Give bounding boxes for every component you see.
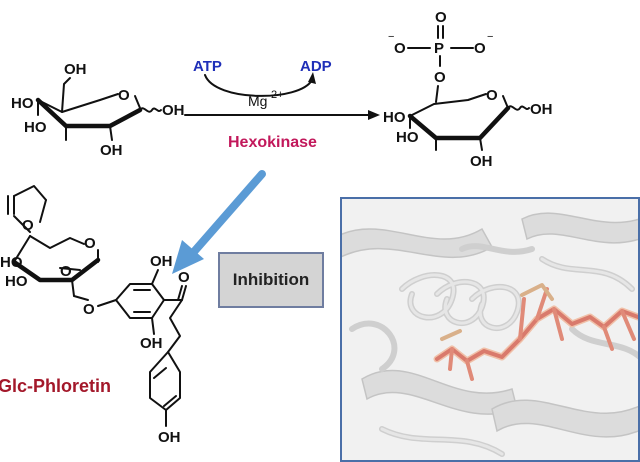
g6p-ho-bottom: HO <box>396 129 419 146</box>
g6p-ring-o: O <box>486 87 498 104</box>
inhibitor-ring-o: O <box>84 235 96 252</box>
enzyme-label: Hexokinase <box>228 134 317 151</box>
inhibition-arrow <box>172 170 266 274</box>
inhibitor-ring-o-lower: O <box>60 263 72 280</box>
glucose-oh-bottom: OH <box>100 142 123 159</box>
atp-label: ATP <box>193 58 222 75</box>
inhibitor-oh-a: OH <box>150 253 173 270</box>
g6p-oh-bottom: OH <box>470 153 493 170</box>
g6p-o-left: O <box>394 40 406 57</box>
glucose-oh-anomeric: OH <box>162 102 185 119</box>
g6p-oh-anomeric: OH <box>530 101 553 118</box>
glucose-6-phosphate-structure: O P − O O − O O HO HO OH OH <box>383 9 553 170</box>
g6p-charge-right: − <box>487 31 493 43</box>
inhibitor-o-ketone: O <box>178 269 190 286</box>
inhibition-box: Inhibition <box>218 252 324 308</box>
inhibitor-ho-b: HO <box>5 273 28 290</box>
inhibitor-o-link: O <box>83 301 95 318</box>
inhibitor-name: Glc-Phloretin <box>0 376 111 396</box>
glucose-structure: OH HO HO OH OH O <box>11 61 185 159</box>
g6p-o-link: O <box>434 69 446 86</box>
protein-structure-panel <box>340 197 640 462</box>
ligand-sticks <box>433 283 638 381</box>
inhibition-label: Inhibition <box>232 270 310 289</box>
mg-label: Mg <box>248 93 267 109</box>
g6p-charge-left: − <box>388 31 394 43</box>
glc-phloretin-structure: O O HO HO O O OH OH O <box>0 185 190 446</box>
glucose-oh-top: OH <box>64 61 87 78</box>
g6p-phosphorus: P <box>434 40 444 57</box>
mg-charge: 2+ <box>271 89 284 101</box>
g6p-o-top: O <box>435 9 447 26</box>
adp-label: ADP <box>300 58 332 75</box>
inhibitor-oh-para: OH <box>158 429 181 446</box>
inhibitor-o-acetal: O <box>22 217 34 234</box>
g6p-ho-left: HO <box>383 109 406 126</box>
protein-ribbon-image <box>342 199 638 460</box>
glucose-ho-bottom: HO <box>24 119 47 136</box>
glucose-ho-left: HO <box>11 95 34 112</box>
inhibitor-oh-b: OH <box>140 335 163 352</box>
reaction-arrow: ATP ADP Mg 2+ Hexokinase <box>184 58 380 151</box>
glucose-ring-o: O <box>118 87 130 104</box>
g6p-o-right: O <box>474 40 486 57</box>
inhibitor-ho-a: HO <box>0 254 23 271</box>
